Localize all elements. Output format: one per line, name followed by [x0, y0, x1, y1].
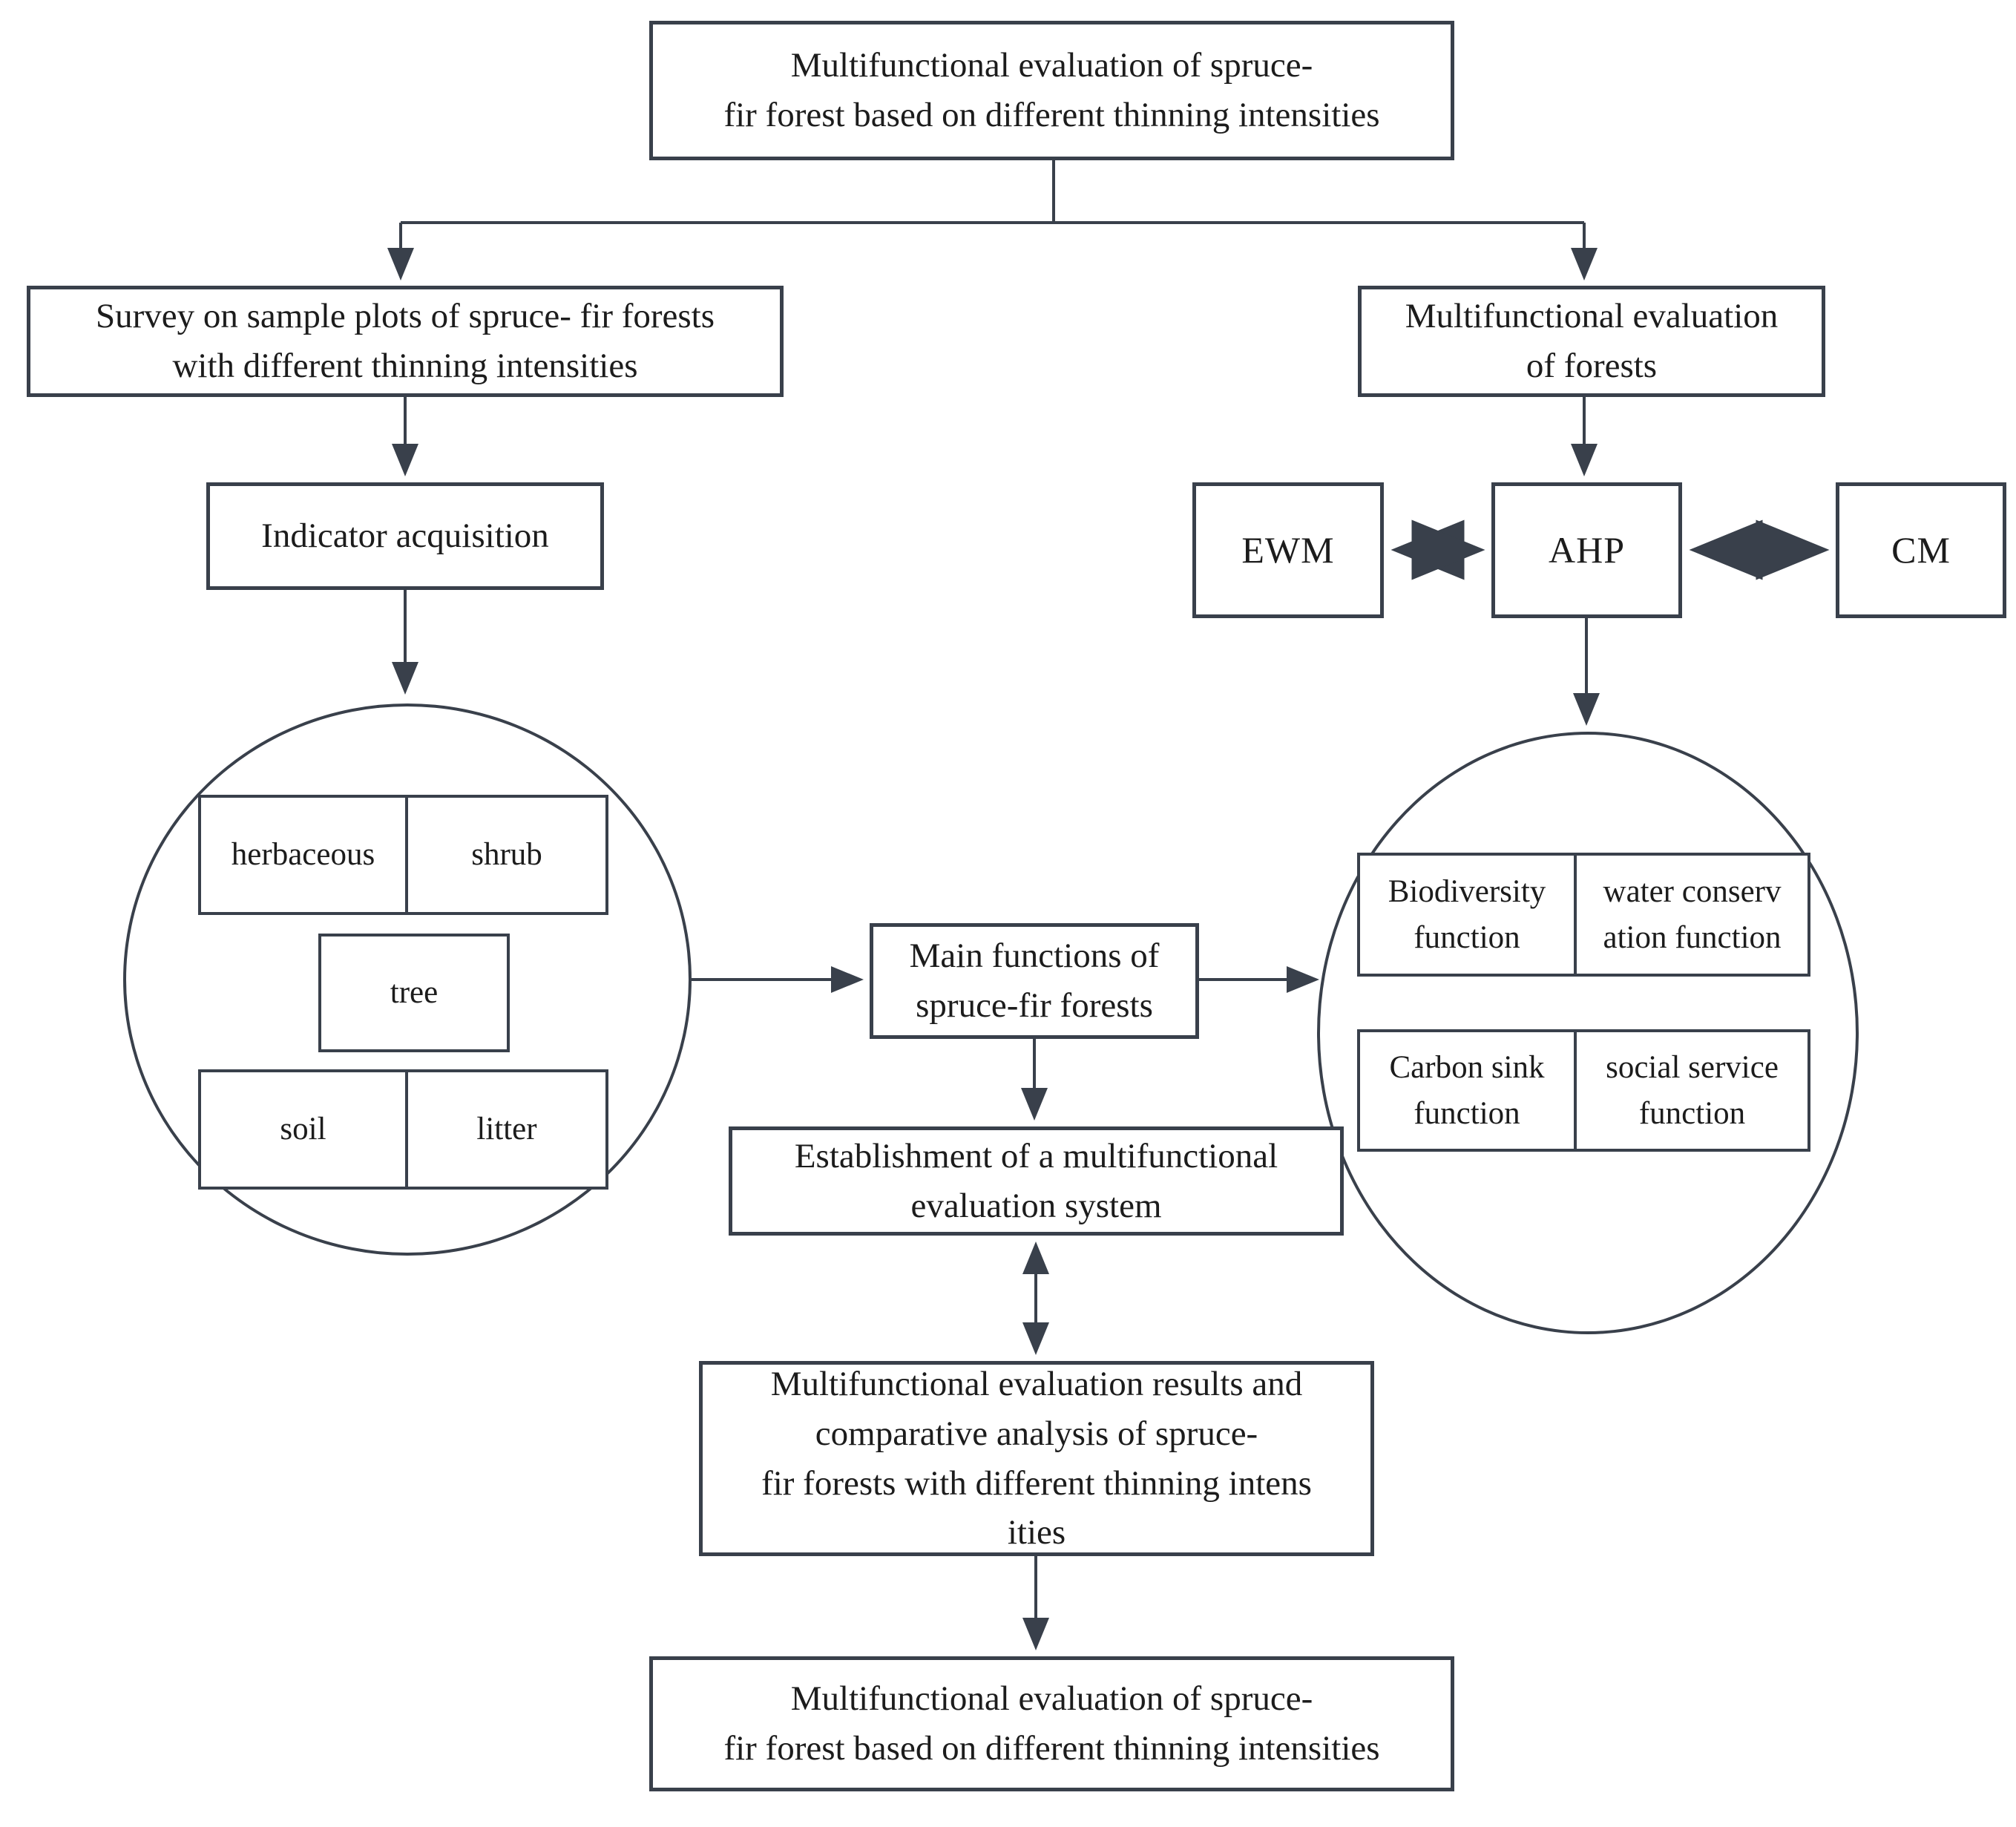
node-indicator-acquisition: Indicator acquisition — [206, 482, 604, 590]
node-text: Survey on sample plots of spruce- fir fo… — [95, 297, 715, 336]
node-soil: soil — [198, 1069, 408, 1190]
node-text: soil — [280, 1112, 326, 1147]
node-forests-evaluation: Multifunctional evaluation of forests — [1358, 286, 1825, 397]
node-litter: litter — [405, 1069, 608, 1190]
node-cm: CM — [1836, 482, 2006, 618]
node-text: with different thinning intensities — [172, 347, 638, 385]
node-text: spruce-fir forests — [916, 986, 1153, 1025]
node-biodiversity-function: Biodiversity function — [1357, 853, 1577, 977]
node-text: AHP — [1548, 529, 1626, 571]
node-text: litter — [476, 1112, 537, 1147]
node-text: fir forests with different thinning inte… — [761, 1463, 1312, 1503]
node-text: function — [1414, 919, 1520, 955]
node-final: Multifunctional evaluation of spruce- fi… — [649, 1656, 1454, 1791]
node-establishment: Establishment of a multifunctional evalu… — [729, 1126, 1344, 1236]
node-text: tree — [390, 975, 439, 1011]
node-text: ities — [1007, 1513, 1066, 1552]
node-text: comparative analysis of spruce- — [815, 1414, 1258, 1453]
node-text: of forests — [1526, 347, 1658, 385]
node-text: function — [1414, 1095, 1520, 1131]
node-text: herbaceous — [231, 837, 375, 873]
node-text: Multifunctional evaluation — [1405, 297, 1779, 336]
node-shrub: shrub — [405, 795, 608, 915]
node-text: Biodiversity — [1388, 874, 1546, 910]
node-text: shrub — [471, 837, 542, 873]
node-text: Multifunctional evaluation of spruce- — [790, 1679, 1313, 1719]
node-text: Multifunctional evaluation results and — [770, 1365, 1303, 1404]
node-survey: Survey on sample plots of spruce- fir fo… — [27, 286, 784, 397]
node-text: ation function — [1603, 919, 1782, 955]
node-text: Indicator acquisition — [261, 516, 549, 556]
node-text: social service — [1606, 1050, 1779, 1086]
node-tree: tree — [318, 934, 510, 1052]
node-ewm: EWM — [1192, 482, 1384, 618]
node-text: function — [1638, 1095, 1746, 1131]
node-text: Main functions of — [909, 937, 1160, 976]
node-text: fir forest based on different thinning i… — [723, 1729, 1380, 1768]
node-text: Multifunctional evaluation of spruce- — [790, 46, 1313, 85]
node-text: water conserv — [1603, 874, 1782, 910]
node-water-conservation-function: water conserv ation function — [1574, 853, 1810, 977]
node-ahp: AHP — [1491, 482, 1682, 618]
node-results: Multifunctional evaluation results and c… — [699, 1361, 1374, 1556]
node-text: Carbon sink — [1389, 1050, 1545, 1086]
node-text: fir forest based on different thinning i… — [723, 96, 1380, 134]
node-social-service-function: social service function — [1574, 1029, 1810, 1152]
node-text: Establishment of a multifunctional — [794, 1136, 1278, 1175]
node-text: EWM — [1241, 529, 1335, 571]
node-carbon-sink-function: Carbon sink function — [1357, 1029, 1577, 1152]
node-text: evaluation system — [910, 1186, 1162, 1225]
node-main-functions: Main functions of spruce-fir forests — [870, 923, 1199, 1039]
node-text: CM — [1891, 529, 1951, 571]
node-herbaceous: herbaceous — [198, 795, 408, 915]
node-title-top: Multifunctional evaluation of spruce- fi… — [649, 21, 1454, 160]
